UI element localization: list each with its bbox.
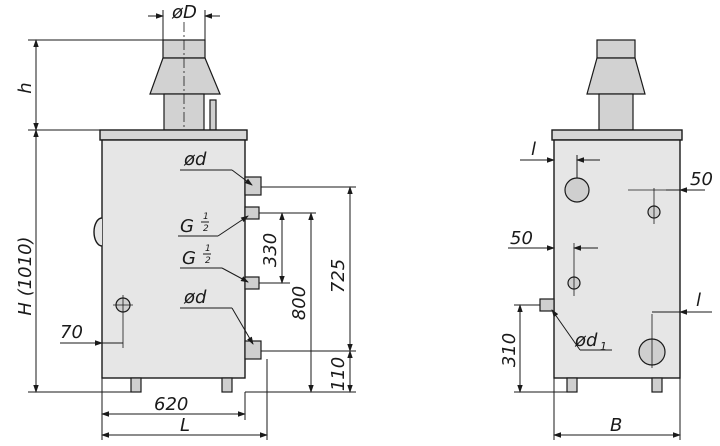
back-flue-pipe: [598, 93, 634, 131]
label-g-bottom: G: [182, 248, 196, 269]
back-flue-collar: [596, 39, 636, 59]
dim-330-label: 330: [260, 233, 281, 267]
back-outlet-hole: [564, 177, 590, 203]
side-boiler-body: [101, 139, 246, 379]
label-od-top: ød: [183, 149, 207, 170]
dim-h-label: h: [15, 82, 36, 93]
dim-L-label: L: [180, 415, 190, 436]
label-g-top-num: 1: [203, 212, 209, 222]
label-g-bottom-den: 2: [205, 256, 211, 266]
side-thermostat-rod: [209, 99, 217, 131]
label-d1-sub: 1: [600, 340, 607, 353]
label-od-bottom: ød: [183, 287, 207, 308]
label-d1: ød: [574, 330, 598, 351]
side-view: 330 800 725 110 ød G 1 2 G 1 2 ød 70 øD: [15, 2, 356, 440]
dim-110-label: 110: [328, 357, 349, 391]
back-draught-hood: [586, 57, 646, 95]
back-top-cover: [551, 129, 683, 141]
dim-620-label: 620: [154, 394, 188, 415]
label-g-top-den: 2: [203, 224, 209, 234]
dim-D-label: øD: [171, 2, 197, 23]
leader-g-top: [217, 215, 249, 237]
leader-od-top: [231, 169, 253, 186]
fitting-outlet: [244, 176, 262, 196]
dim-310-label: 310: [499, 333, 520, 367]
dim-70-label: 70: [60, 322, 83, 343]
side-leg-right: [221, 377, 233, 393]
dim-725-label: 725: [328, 259, 349, 293]
leader-od-bottom: [231, 307, 254, 345]
label-g-bottom-num: 1: [205, 244, 211, 254]
dim-50-right-label: 50: [690, 169, 713, 190]
side-door-handle: [93, 217, 103, 247]
dim-l-top-label: l: [531, 139, 536, 160]
dim-800-label: 800: [289, 286, 310, 320]
back-view: l 50 50 l 310 ød 1 B: [499, 39, 713, 440]
dim-50-left-label: 50: [510, 228, 533, 249]
leader-g-bottom: [221, 267, 249, 283]
side-draught-hood: [149, 57, 221, 95]
dim-H-label: H (1010): [15, 236, 36, 315]
side-top-cover: [99, 129, 248, 141]
back-side-fitting: [539, 298, 555, 312]
side-leg-left: [130, 377, 142, 393]
back-leg-right: [651, 377, 663, 393]
label-g-top: G: [180, 216, 194, 237]
back-leg-left: [566, 377, 578, 393]
dim-l-bottom-label: l: [696, 290, 701, 311]
fitting-g-half-bottom: [244, 276, 260, 290]
dim-B-label: B: [610, 415, 622, 436]
leader-d1: [551, 309, 581, 351]
